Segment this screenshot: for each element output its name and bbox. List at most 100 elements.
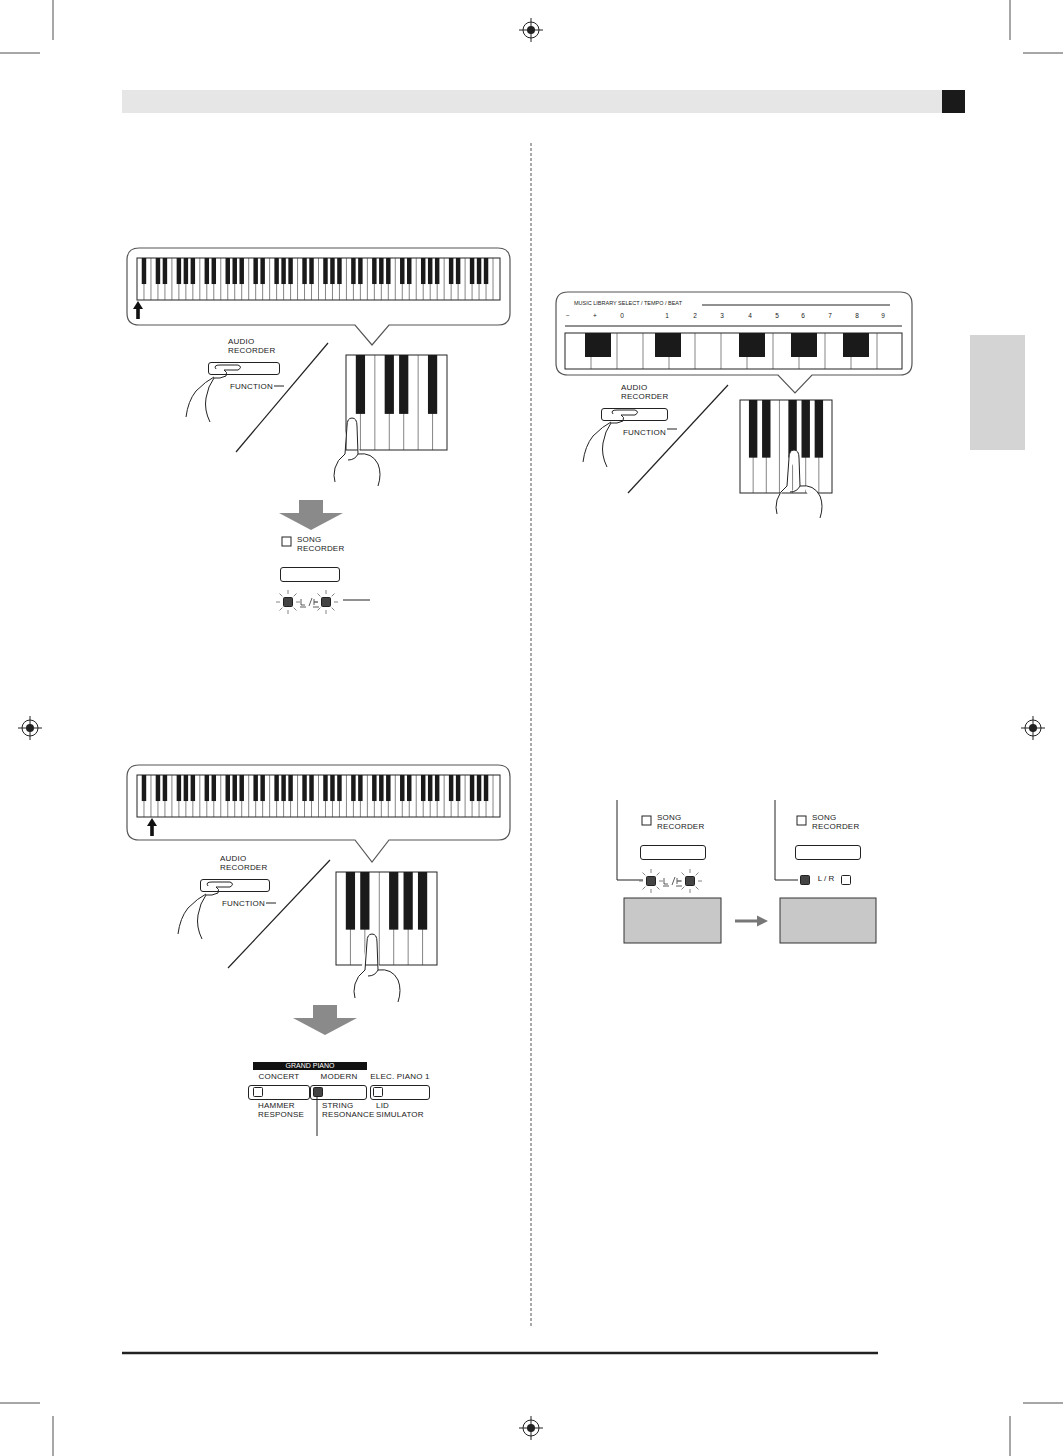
black-key <box>435 775 439 801</box>
key-number: 8 <box>855 312 859 319</box>
blink-ray <box>651 869 652 873</box>
white-key-edge <box>721 333 722 369</box>
part-symbol-stroke <box>309 598 312 606</box>
tone-button: ELEC. PIANO 1LID SIMULATOR <box>369 1073 432 1127</box>
crop-mark <box>1010 1416 1011 1456</box>
black-key <box>739 333 765 357</box>
registration-mark <box>519 1416 543 1440</box>
lamp-square <box>282 537 291 546</box>
key-number: − <box>566 312 570 319</box>
button-outline <box>640 845 706 860</box>
white-key-edge <box>695 333 696 369</box>
black-key <box>274 775 278 801</box>
blink-ray <box>276 602 280 603</box>
blink-ray <box>690 869 691 873</box>
crop-mark <box>1023 53 1063 54</box>
part-symbol <box>663 877 682 886</box>
pressing-hand <box>776 450 822 518</box>
black-key <box>815 400 823 458</box>
part-symbol <box>300 598 319 607</box>
key-pointer-arrow <box>147 818 157 836</box>
black-key <box>456 258 460 284</box>
key-number: 6 <box>801 312 805 319</box>
white-key-edge <box>416 775 417 817</box>
zoom-keyboard <box>346 355 447 450</box>
blink-ray <box>682 873 685 876</box>
black-key <box>470 258 474 284</box>
black-key <box>156 775 160 801</box>
black-key <box>386 258 390 284</box>
key-number: 0 <box>620 312 624 319</box>
lamp-square <box>314 1088 323 1097</box>
black-key <box>791 333 817 357</box>
white-key-edge <box>374 355 375 450</box>
blink-ray <box>678 881 682 882</box>
button-label: MODERN <box>310 1073 368 1082</box>
black-key <box>191 775 195 801</box>
white-key-edge <box>150 775 151 817</box>
black-key <box>177 258 181 284</box>
white-key-edge <box>199 258 200 300</box>
blink-ray <box>696 873 699 876</box>
black-key <box>351 775 355 801</box>
black-key <box>421 258 425 284</box>
key-pointer-arrow <box>133 301 143 319</box>
button-label: STRING RESONANCE <box>322 1102 372 1120</box>
keyboard-outline <box>137 258 500 300</box>
button-outline <box>208 362 280 375</box>
black-key <box>385 355 394 414</box>
registration-mark <box>1021 716 1045 740</box>
blink-ray <box>657 873 660 876</box>
black-key <box>226 775 230 801</box>
black-key <box>163 775 167 801</box>
white-key-edge <box>773 333 774 369</box>
panel-button: SONG RECORDER <box>795 813 865 865</box>
blink-ray <box>696 887 699 890</box>
white-key-edge <box>444 775 445 817</box>
black-key <box>428 258 432 284</box>
black-key <box>330 775 334 801</box>
white-key-edge <box>444 258 445 300</box>
black-key <box>372 775 376 801</box>
pressing-hand <box>178 882 233 939</box>
key-number: 5 <box>775 312 779 319</box>
lamp-square <box>797 816 806 825</box>
display-box <box>780 898 876 943</box>
crop-mark <box>1010 0 1011 40</box>
zoom-callout <box>127 765 510 862</box>
part-symbol-stroke <box>300 599 306 607</box>
indicator-lamp <box>374 1088 383 1097</box>
black-key <box>239 775 243 801</box>
black-key <box>156 258 160 284</box>
white-key-edge <box>220 775 221 817</box>
black-key <box>358 258 362 284</box>
button-label: CONCERT <box>248 1073 310 1082</box>
button-outline <box>248 1085 310 1100</box>
black-key <box>428 775 432 801</box>
white-key-edge <box>779 400 780 493</box>
blink-ray <box>294 608 297 611</box>
black-key <box>449 775 453 801</box>
black-key <box>309 775 313 801</box>
zoom-line <box>236 343 328 452</box>
lamp-square <box>642 816 651 825</box>
black-key <box>309 258 313 284</box>
blink-ray <box>280 594 283 597</box>
black-key <box>389 872 398 930</box>
header-square <box>942 90 965 113</box>
function-rule <box>667 429 677 430</box>
white-key-edge <box>297 775 298 817</box>
leader-line <box>617 800 643 880</box>
white-key-edge <box>379 872 380 965</box>
white-key-edge <box>248 258 249 300</box>
black-key <box>232 258 236 284</box>
indicator-lamp <box>314 590 338 614</box>
display-box <box>624 898 721 943</box>
indicator-lamp <box>842 876 851 885</box>
button-outline <box>310 1085 367 1100</box>
black-key <box>400 258 404 284</box>
blink-ray <box>643 887 646 890</box>
black-key <box>407 775 411 801</box>
zoom-keyboard <box>336 872 437 965</box>
